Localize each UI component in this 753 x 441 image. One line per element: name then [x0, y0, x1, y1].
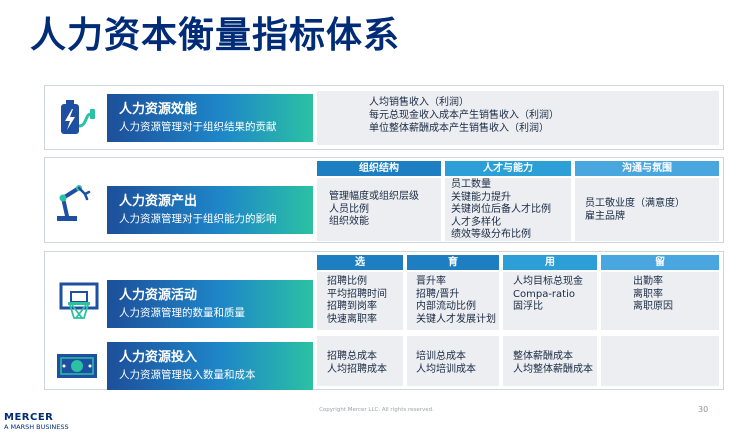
output-col-2-items: 员工数量 关键能力提升 关键岗位后备人才比例 人才多样化 绩效等级分布比例 — [451, 179, 551, 242]
copyright: Copyright Mercer LLC. All rights reserve… — [319, 407, 434, 413]
list-item: 人才多样化 — [451, 216, 501, 228]
list-item: 离职率 — [633, 288, 663, 300]
band-activity: 人力资源活动 人力资源管理的数量和质量 — [107, 280, 313, 328]
list-item: 员工敬业度（满意度） — [585, 198, 685, 209]
list-item: 人员比例 — [329, 203, 369, 215]
input-col-2 — [407, 336, 499, 386]
metric-item: 每元总现金收入成本产生销售收入（利润） — [369, 110, 559, 121]
basketball-hoop-icon — [57, 280, 101, 324]
header-develop: 育 — [407, 255, 499, 270]
metric-item: 单位整体薪酬成本产生销售收入（利润） — [369, 123, 549, 134]
band-output: 人力资源产出 人力资源管理对于组织能力的影响 — [107, 186, 313, 234]
input-col-2-items: 培训总成本 人均培训成本 — [416, 351, 476, 376]
list-item: 快速离职率 — [327, 313, 377, 325]
list-item: 关键人才发展计划 — [416, 313, 496, 325]
list-item: 绩效等级分布比例 — [451, 229, 531, 240]
list-item: 内部流动比例 — [416, 301, 476, 312]
money-bill-icon — [55, 344, 99, 388]
list-item: 人均整体薪酬成本 — [513, 363, 593, 375]
logo-line-1: MERCER — [4, 412, 54, 423]
header-use: 用 — [503, 255, 597, 270]
activity-col-4-items: 出勤率 离职率 离职原因 — [633, 276, 673, 314]
row-subtitle-activity: 人力资源管理的数量和质量 — [119, 307, 245, 319]
panel-efficiency: 人力资源效能 人力资源管理对于组织结果的贡献 人均销售收入（利润） 每元总现金收… — [44, 85, 724, 150]
output-col-2 — [445, 178, 571, 241]
list-item: Compa-ratio — [513, 288, 575, 300]
row-title-efficiency: 人力资源效能 — [119, 102, 198, 117]
row-subtitle-efficiency: 人力资源管理对于组织结果的贡献 — [119, 121, 277, 133]
input-col-3 — [503, 336, 597, 386]
activity-col-4 — [601, 272, 719, 330]
list-item: 晋升率 — [416, 276, 446, 287]
header-org-structure: 组织结构 — [317, 161, 441, 176]
header-retain: 留 — [601, 255, 719, 270]
list-item: 人均招聘成本 — [327, 363, 387, 375]
row-subtitle-input: 人力资源管理投入数量和成本 — [119, 369, 256, 381]
list-item: 关键岗位后备人才比例 — [451, 204, 551, 215]
list-item: 培训总成本 — [416, 351, 466, 362]
input-col-1-items: 招聘总成本 人均招聘成本 — [327, 351, 387, 376]
list-item: 固浮比 — [513, 301, 543, 312]
input-col-4 — [601, 336, 719, 386]
band-efficiency: 人力资源效能 人力资源管理对于组织结果的贡献 — [107, 94, 313, 142]
activity-col-1 — [317, 272, 403, 330]
mercer-logo: MERCER A MARSH BUSINESS — [4, 412, 69, 432]
list-item: 管理幅度或组织层级 — [329, 191, 419, 202]
list-item: 离职原因 — [633, 301, 673, 312]
panel-output: 人力资源产出 人力资源管理对于组织能力的影响 组织结构 人才与能力 沟通与氛围 … — [44, 157, 724, 243]
band-input: 人力资源投入 人力资源管理投入数量和成本 — [107, 342, 313, 390]
input-col-1 — [317, 336, 403, 386]
panel-activity-input: 人力资源活动 人力资源管理的数量和质量 人力资源投入 人力资源管理投入数量和成本… — [44, 251, 724, 390]
activity-col-3-items: 人均目标总现金 Compa-ratio 固浮比 — [513, 276, 583, 314]
metric-item: 人均销售收入（利润） — [369, 97, 469, 108]
header-select: 选 — [317, 255, 403, 270]
row-title-output: 人力资源产出 — [119, 194, 198, 209]
list-item: 招聘到岗率 — [327, 301, 377, 312]
list-item: 出勤率 — [633, 276, 663, 287]
output-col-3 — [575, 178, 719, 241]
list-item: 人均培训成本 — [416, 363, 476, 375]
list-item: 关键能力提升 — [451, 191, 511, 203]
list-item: 组织效能 — [329, 216, 369, 227]
page-title: 人力资本衡量指标体系 — [30, 15, 401, 56]
output-col-1-items: 管理幅度或组织层级 人员比例 组织效能 — [329, 191, 419, 229]
output-col-1 — [317, 178, 441, 241]
input-col-3-items: 整体薪酬成本 人均整体薪酬成本 — [513, 351, 593, 376]
list-item: 招聘比例 — [327, 276, 367, 287]
list-item: 整体薪酬成本 — [513, 351, 573, 362]
activity-col-2-items: 晋升率 招聘/晋升 内部流动比例 关键人才发展计划 — [416, 276, 496, 326]
list-item: 员工数量 — [451, 179, 491, 190]
list-item: 招聘/晋升 — [416, 288, 460, 300]
header-talent-ability: 人才与能力 — [445, 161, 571, 176]
page-number: 30 — [698, 405, 709, 414]
output-col-3-items: 员工敬业度（满意度） 雇主品牌 — [585, 198, 685, 223]
efficiency-metrics: 人均销售收入（利润） 每元总现金收入成本产生销售收入（利润） 单位整体薪酬成本产… — [317, 91, 719, 145]
logo-line-2: A MARSH BUSINESS — [4, 423, 69, 431]
row-title-input: 人力资源投入 — [119, 350, 198, 365]
row-subtitle-output: 人力资源管理对于组织能力的影响 — [119, 213, 277, 225]
robot-arm-icon — [53, 180, 97, 224]
activity-col-2 — [407, 272, 499, 330]
activity-col-3 — [503, 272, 597, 330]
list-item: 招聘总成本 — [327, 351, 377, 362]
list-item: 人均目标总现金 — [513, 276, 583, 287]
row-title-activity: 人力资源活动 — [119, 288, 198, 303]
plug-battery-icon — [55, 96, 99, 140]
list-item: 雇主品牌 — [585, 210, 625, 222]
list-item: 平均招聘时间 — [327, 288, 387, 300]
activity-col-1-items: 招聘比例 平均招聘时间 招聘到岗率 快速离职率 — [327, 276, 387, 326]
header-communication-climate: 沟通与氛围 — [575, 161, 719, 176]
